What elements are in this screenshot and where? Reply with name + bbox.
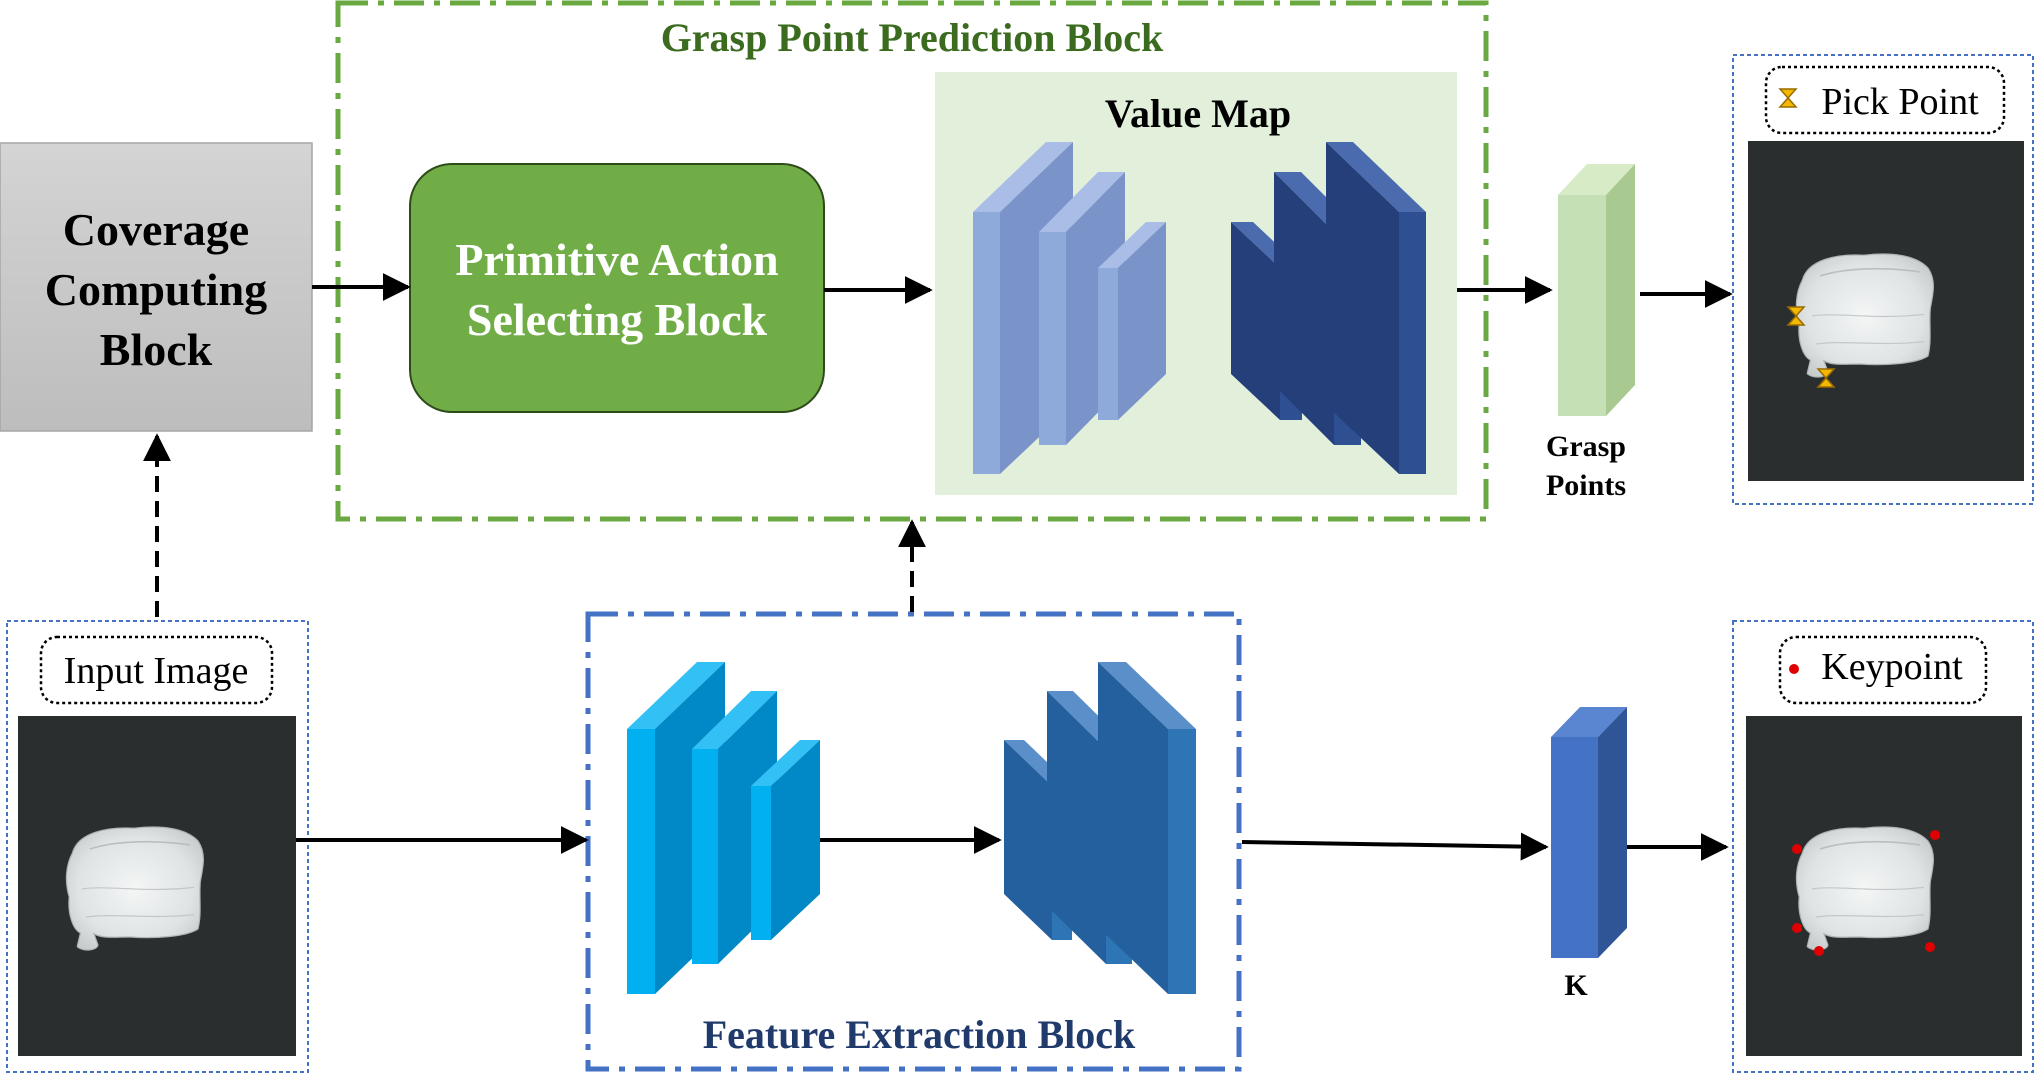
grasp-points-line-2: Points (1546, 469, 1626, 502)
keypoint-label: Keypoint (1821, 646, 1963, 688)
k-label: K (1564, 969, 1588, 1002)
value-map-title: Value Map (1105, 91, 1291, 136)
keypoint-dot (1792, 844, 1802, 854)
keypoint-dot (1814, 946, 1824, 956)
grasp-points-prism: Grasp Points (1546, 164, 1635, 502)
pick-point-label: Pick Point (1821, 81, 1979, 123)
keypoint-panel: Keypoint (1732, 620, 2034, 1073)
value-map-decoder-layers (1231, 142, 1426, 474)
value-map-panel: Value Map (935, 72, 1457, 495)
feature-encoder-layers (627, 662, 820, 994)
coverage-line-3: Block (100, 324, 213, 375)
keypoint-dot (1930, 830, 1940, 840)
cloth-image (1795, 826, 1935, 951)
arrows (143, 273, 1733, 861)
feature-decoder-layers (1004, 662, 1196, 994)
value-map-encoder-layers (973, 142, 1166, 474)
cloth-image (1795, 253, 1935, 378)
keypoint-dot (1792, 923, 1802, 933)
coverage-computing-block: Coverage Computing Block (0, 142, 313, 432)
feature-extraction-block: Feature Extraction Block (585, 611, 1242, 1072)
cloth-image (65, 826, 205, 951)
keypoint-markers (1792, 830, 1940, 956)
grasp-prediction-title: Grasp Point Prediction Block (661, 15, 1164, 60)
arrow-feature-to-k (1241, 832, 1549, 861)
grasp-point-prediction-block: Grasp Point Prediction Block (335, 0, 1489, 522)
keypoint-dot (1925, 942, 1935, 952)
red-dot-icon (1789, 664, 1799, 674)
input-image-panel: Input Image (6, 620, 309, 1073)
coverage-line-1: Coverage (63, 204, 249, 255)
coverage-line-2: Computing (45, 264, 267, 315)
k-prism: K (1551, 707, 1627, 1002)
pick-point-panel: Pick Point (1732, 54, 2034, 505)
primitive-line-1: Primitive Action (455, 234, 778, 285)
primitive-line-2: Selecting Block (467, 294, 768, 345)
input-image-label: Input Image (64, 650, 249, 692)
primitive-action-selecting-block: Primitive Action Selecting Block (409, 163, 825, 413)
grasp-points-line-1: Grasp (1546, 430, 1626, 463)
feature-extraction-title: Feature Extraction Block (703, 1012, 1136, 1057)
